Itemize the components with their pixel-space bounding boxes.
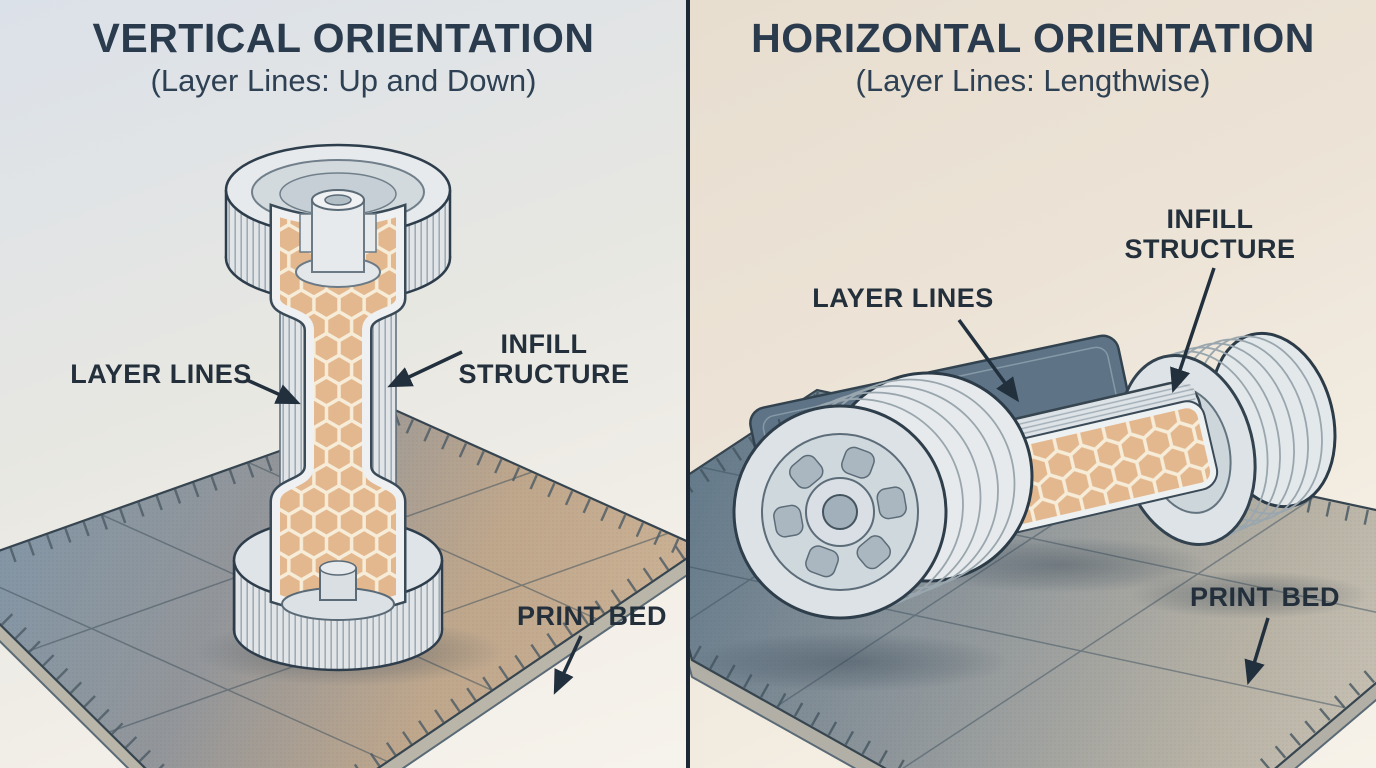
panel-title-block: VERTICAL ORIENTATION (Layer Lines: Up an… <box>0 15 687 99</box>
layer-lines-label: LAYER LINES <box>70 358 252 389</box>
horizontal-dumbbell <box>732 331 1337 620</box>
panel-subtitle: (Layer Lines: Up and Down) <box>150 62 537 98</box>
panel-vertical-orientation: VERTICAL ORIENTATION (Layer Lines: Up an… <box>0 0 687 768</box>
infill-structure-label: INFILL STRUCTURE <box>1124 203 1296 264</box>
print-bed-arrow-icon <box>1244 617 1270 686</box>
annotation-arrows <box>957 267 1270 686</box>
near-weight-plate <box>732 371 1034 620</box>
panel-title: HORIZONTAL ORIENTATION <box>751 15 1315 61</box>
panel-title-block: HORIZONTAL ORIENTATION (Layer Lines: Len… <box>690 15 1376 99</box>
layer-lines-label: LAYER LINES <box>812 282 994 313</box>
top-hub <box>295 189 381 288</box>
layer-lines-arrow-icon <box>246 378 301 405</box>
bottom-hub <box>319 560 357 601</box>
part-shadow <box>1130 571 1370 619</box>
infill-cutaway <box>269 203 407 615</box>
annotation-arrows <box>246 350 583 695</box>
infill-arrow-icon <box>1170 267 1216 393</box>
infill-arrow-icon <box>387 350 463 388</box>
print-bed-label: PRINT BED <box>516 600 668 631</box>
panel-divider <box>686 0 690 768</box>
vertical-dumbbell <box>224 143 452 672</box>
part-shadow <box>690 632 1010 692</box>
print-bed-arrow-icon <box>553 635 583 695</box>
infill-structure-label: INFILL STRUCTURE <box>458 328 630 389</box>
print-bed-label: PRINT BED <box>1189 581 1341 612</box>
panel-subtitle: (Layer Lines: Lengthwise) <box>855 62 1211 98</box>
layer-lines-arrow-icon <box>957 318 1020 403</box>
panel-horizontal-orientation: HORIZONTAL ORIENTATION (Layer Lines: Len… <box>690 0 1376 768</box>
vertical-orientation-illustration <box>0 143 687 768</box>
wheel-spoke-cutouts <box>773 446 907 578</box>
panel-title: VERTICAL ORIENTATION <box>92 15 595 61</box>
horizontal-orientation-illustration <box>690 267 1376 768</box>
